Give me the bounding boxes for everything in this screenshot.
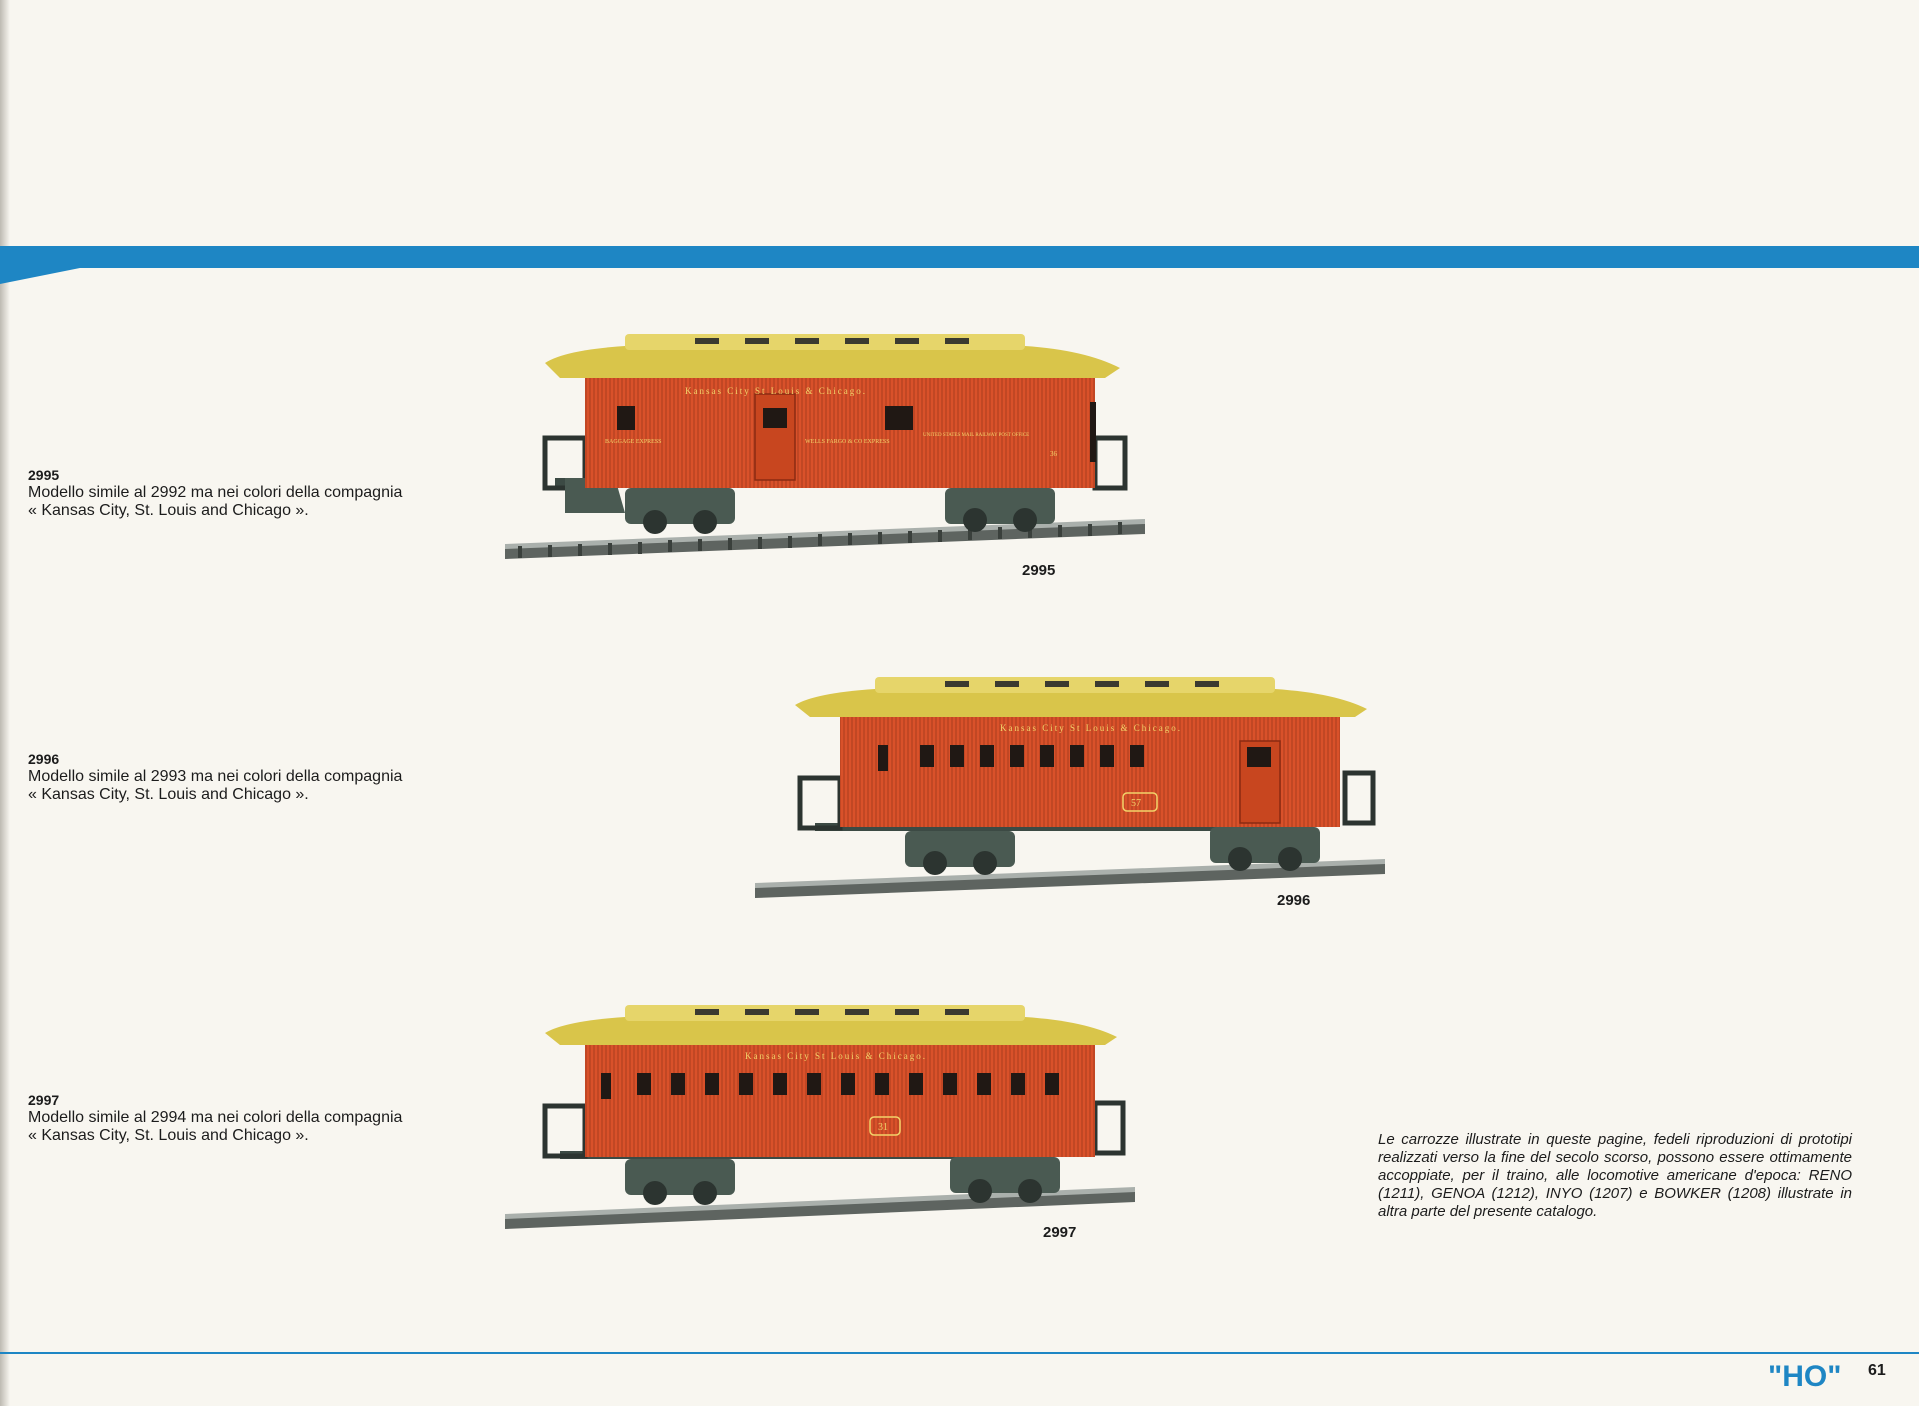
item-description-text: Modello simile al 2994 ma nei colori del… bbox=[28, 1109, 403, 1126]
page-number: 61 bbox=[1868, 1362, 1886, 1379]
item-description-text: Modello simile al 2992 ma nei colori del… bbox=[28, 484, 403, 501]
car-body bbox=[585, 378, 1096, 488]
photo-label-2997: 2997 bbox=[1043, 1224, 1077, 1241]
car-number-emblem bbox=[1122, 792, 1158, 812]
header-band bbox=[0, 246, 1919, 268]
item-description-2995: 2995 Modello simile al 2992 ma nei color… bbox=[28, 467, 500, 520]
item-company: « Kansas City, St. Louis and Chicago ». bbox=[28, 1127, 309, 1144]
item-description-text: Modello simile al 2993 ma nei colori del… bbox=[28, 768, 403, 785]
car-number: 36 bbox=[1050, 450, 1058, 458]
item-description-2996: 2996 Modello simile al 2993 ma nei color… bbox=[28, 751, 500, 804]
item-description-2997: 2997 Modello simile al 2994 ma nei color… bbox=[28, 1092, 500, 1145]
roof-lettering: Kansas City St Louis & Chicago. bbox=[1000, 723, 1182, 733]
track bbox=[755, 859, 1385, 898]
side-text-baggage: BAGGAGE EXPRESS bbox=[605, 439, 662, 445]
photo-label-2996: 2996 bbox=[1277, 892, 1311, 909]
photo-label-2995: 2995 bbox=[1022, 562, 1056, 579]
catalog-note: Le carrozze illustrate in queste pagine,… bbox=[1378, 1131, 1852, 1220]
roof bbox=[545, 334, 1120, 378]
car-number: 31 bbox=[878, 1122, 888, 1133]
side-text-mail: UNITED STATES MAIL RAILWAY POST OFFICE bbox=[923, 433, 1029, 438]
item-code: 2996 bbox=[28, 751, 60, 767]
item-company: « Kansas City, St. Louis and Chicago ». bbox=[28, 502, 309, 519]
scale-label: "HO" bbox=[1768, 1360, 1842, 1393]
roof bbox=[545, 1005, 1117, 1045]
roof-lettering: Kansas City St Louis & Chicago. bbox=[745, 1051, 927, 1061]
item-code: 2997 bbox=[28, 1092, 60, 1108]
page-binding-shadow bbox=[0, 0, 10, 1406]
car-number: 57 bbox=[1131, 798, 1141, 809]
car-photo-2995: Kansas City St Louis & Chicago. BAGGAGE … bbox=[505, 334, 1145, 559]
car-body bbox=[585, 1045, 1095, 1157]
car-photo-2997: Kansas City St Louis & Chicago. 31 bbox=[505, 1005, 1135, 1229]
footer-rule bbox=[0, 1352, 1919, 1354]
roof-lettering: Kansas City St Louis & Chicago. bbox=[685, 386, 867, 396]
roof bbox=[795, 677, 1367, 717]
car-body bbox=[840, 717, 1340, 827]
car-number-emblem bbox=[869, 1116, 901, 1136]
side-text-express: WELLS FARGO & CO EXPRESS bbox=[805, 439, 890, 445]
item-company: « Kansas City, St. Louis and Chicago ». bbox=[28, 786, 309, 803]
car-photo-2996: Kansas City St Louis & Chicago. 57 bbox=[755, 677, 1385, 898]
item-code: 2995 bbox=[28, 467, 60, 483]
track bbox=[505, 519, 1145, 559]
